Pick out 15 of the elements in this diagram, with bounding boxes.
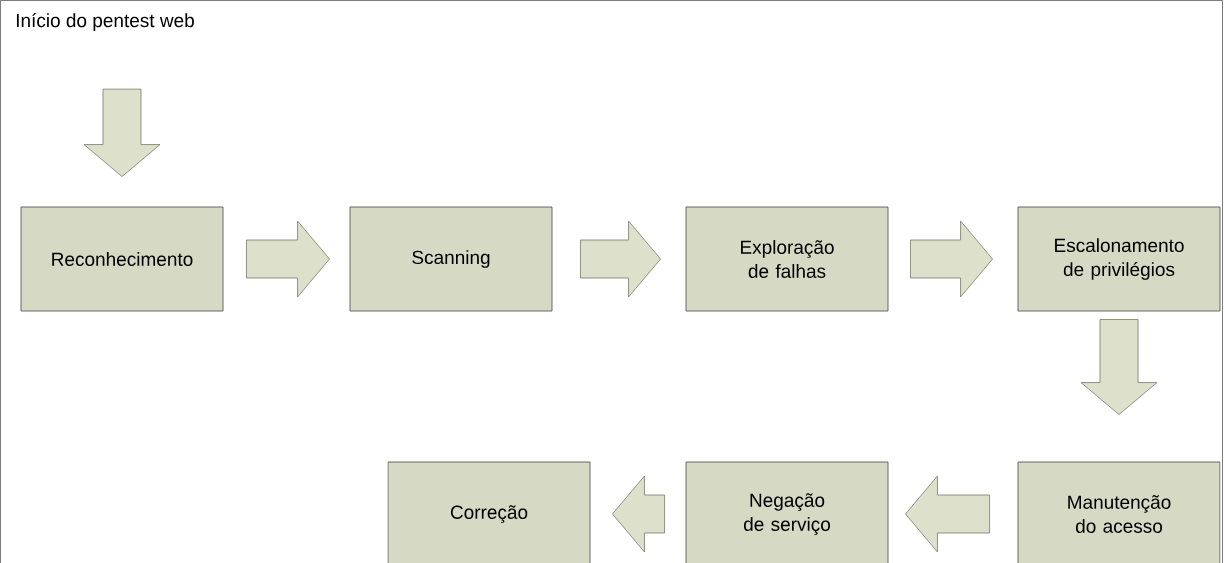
process-box: Negação de serviço <box>685 461 889 563</box>
process-box: Reconhecimento <box>20 206 224 312</box>
block-arrow <box>83 88 161 177</box>
heading-text: Início do pentest web <box>16 13 194 31</box>
block-arrow <box>905 475 990 553</box>
process-box: Correção <box>387 461 591 563</box>
process-box: Exploração de falhas <box>685 206 889 312</box>
block-arrow <box>246 220 330 298</box>
block-arrow <box>612 475 665 553</box>
block-arrow <box>910 220 993 298</box>
process-box: Manutenção do acesso <box>1017 461 1221 563</box>
process-box: Scanning <box>349 206 553 312</box>
process-box: Escalonamento de privilégios <box>1017 206 1221 312</box>
block-arrow <box>580 220 661 298</box>
block-arrow <box>1080 319 1158 415</box>
